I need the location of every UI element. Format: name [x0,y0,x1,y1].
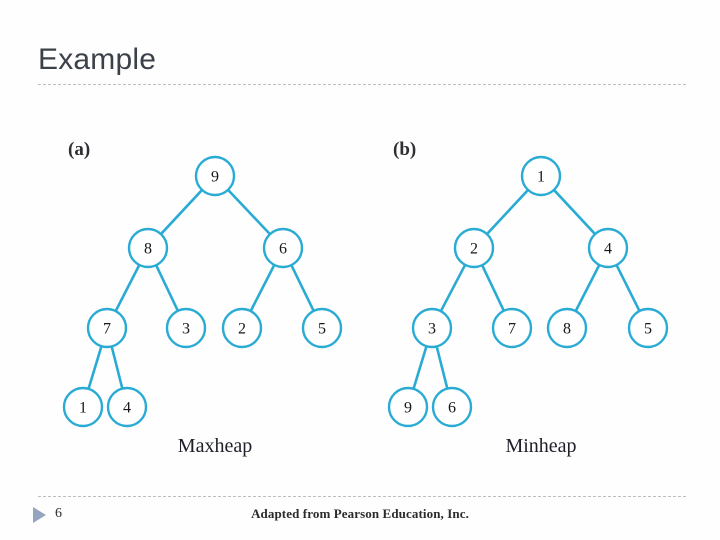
slide-footer: 6 Adapted from Pearson Education, Inc. [0,488,720,540]
node-value: 4 [604,241,612,258]
tree-edge [158,187,205,237]
tree-node[interactable]: 2 [221,307,263,349]
tree-node[interactable]: 6 [431,386,473,428]
node-value: 1 [79,400,87,417]
node-circle [587,227,629,269]
tree-edge [614,262,642,314]
node-value: 2 [470,241,478,258]
tree-edges [411,187,642,392]
tree-edge [289,262,316,314]
node-circle [165,307,207,349]
node-value: 4 [123,400,131,417]
tree-node[interactable]: 5 [627,307,669,349]
tree-node[interactable]: 3 [411,307,453,349]
node-value: 9 [211,169,219,186]
tree-edge [113,262,142,314]
panel-label: (b) [393,139,416,160]
node-value: 1 [537,169,545,186]
node-value: 6 [448,400,456,417]
credit-text: Adapted from Pearson Education, Inc. [251,506,469,521]
tree-node[interactable]: 1 [520,155,562,197]
node-value: 8 [563,321,571,338]
tree-node[interactable]: 5 [301,307,343,349]
tree-node[interactable]: 9 [194,155,236,197]
page-number: 6 [55,506,62,521]
tree-edge [411,343,429,392]
footer-divider [38,496,686,497]
node-circle [62,386,104,428]
node-value: 7 [508,321,516,338]
node-circle [491,307,533,349]
title-divider [38,84,686,85]
panel-caption: Maxheap [178,435,252,457]
heap-figure-svg: 9 8 6 7 3 2 5 1 4 (a) Maxheap 1 2 4 3 7 8 5 9 6 (b) Minheap [62,139,669,457]
node-value: 3 [428,321,436,338]
tree-edge [573,262,602,314]
tree-edge [154,262,180,314]
tree-node[interactable]: 4 [587,227,629,269]
node-value: 9 [404,400,412,417]
tree-edge [484,187,531,237]
tree-node[interactable]: 7 [491,307,533,349]
tree-node[interactable]: 7 [86,307,128,349]
tree-node[interactable]: 3 [165,307,207,349]
node-value: 3 [182,321,190,338]
tree-edge [110,344,124,391]
node-circle [387,386,429,428]
node-circle [106,386,148,428]
node-circle [520,155,562,197]
panel_a: 9 8 6 7 3 2 5 1 4 (a) Maxheap [62,139,343,457]
node-value: 5 [318,321,326,338]
panel-caption: Minheap [505,435,576,457]
tree-edge [480,262,506,314]
node-circle [194,155,236,197]
tree-node[interactable]: 8 [546,307,588,349]
triangle-right-icon [33,507,46,523]
panel-label: (a) [68,139,90,160]
panel_b: 1 2 4 3 7 8 5 9 6 (b) Minheap [387,139,669,457]
node-value: 6 [279,241,287,258]
tree-edge [226,187,272,237]
node-circle [127,227,169,269]
node-value: 2 [238,321,246,338]
tree-node[interactable]: 2 [453,227,495,269]
node-value: 8 [144,241,152,258]
tree-node[interactable]: 6 [262,227,304,269]
node-value: 5 [644,321,652,338]
tree-edges [86,187,316,392]
node-circle [262,227,304,269]
node-circle [86,307,128,349]
node-circle [431,386,473,428]
node-circle [627,307,669,349]
tree-node[interactable]: 4 [106,386,148,428]
tree-node[interactable]: 9 [387,386,429,428]
heap-figure: 9 8 6 7 3 2 5 1 4 (a) Maxheap 1 2 4 3 7 8 5 9 6 (b) Minheap [0,110,720,480]
tree-edge [86,343,104,392]
tree-node[interactable]: 8 [127,227,169,269]
node-circle [546,307,588,349]
tree-edge [551,187,598,237]
tree-edge [439,262,467,314]
tree-node[interactable]: 1 [62,386,104,428]
node-circle [221,307,263,349]
node-value: 7 [103,321,111,338]
node-circle [411,307,453,349]
tree-edge [435,344,449,391]
page-title: Example [38,43,157,76]
node-circle [453,227,495,269]
title-area: Example [38,42,686,85]
tree-edge [248,262,277,314]
node-circle [301,307,343,349]
